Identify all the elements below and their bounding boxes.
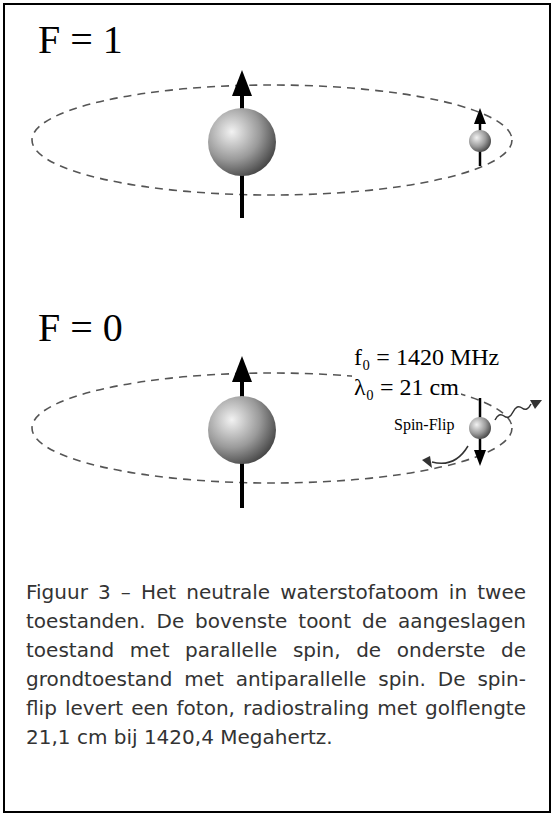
electron bbox=[469, 417, 491, 439]
state-label: F = 0 bbox=[38, 306, 123, 350]
photon-wave bbox=[495, 404, 531, 420]
proton bbox=[208, 396, 276, 464]
wavelength-label: λ₀ = 21 cm bbox=[352, 374, 461, 400]
orbit bbox=[32, 85, 512, 195]
state-label: F = 1 bbox=[38, 18, 123, 62]
figure-frame bbox=[4, 4, 550, 812]
frequency-label: f₀ = 1420 MHz bbox=[352, 344, 501, 370]
spin-flip-label: Spin-Flip bbox=[392, 416, 456, 434]
proton bbox=[208, 108, 276, 176]
electron bbox=[469, 130, 491, 152]
figure-caption: Figuur 3 – Het neutrale waterstofatoom i… bbox=[26, 578, 526, 752]
orbit bbox=[32, 373, 512, 483]
flip-arrow bbox=[432, 446, 468, 463]
